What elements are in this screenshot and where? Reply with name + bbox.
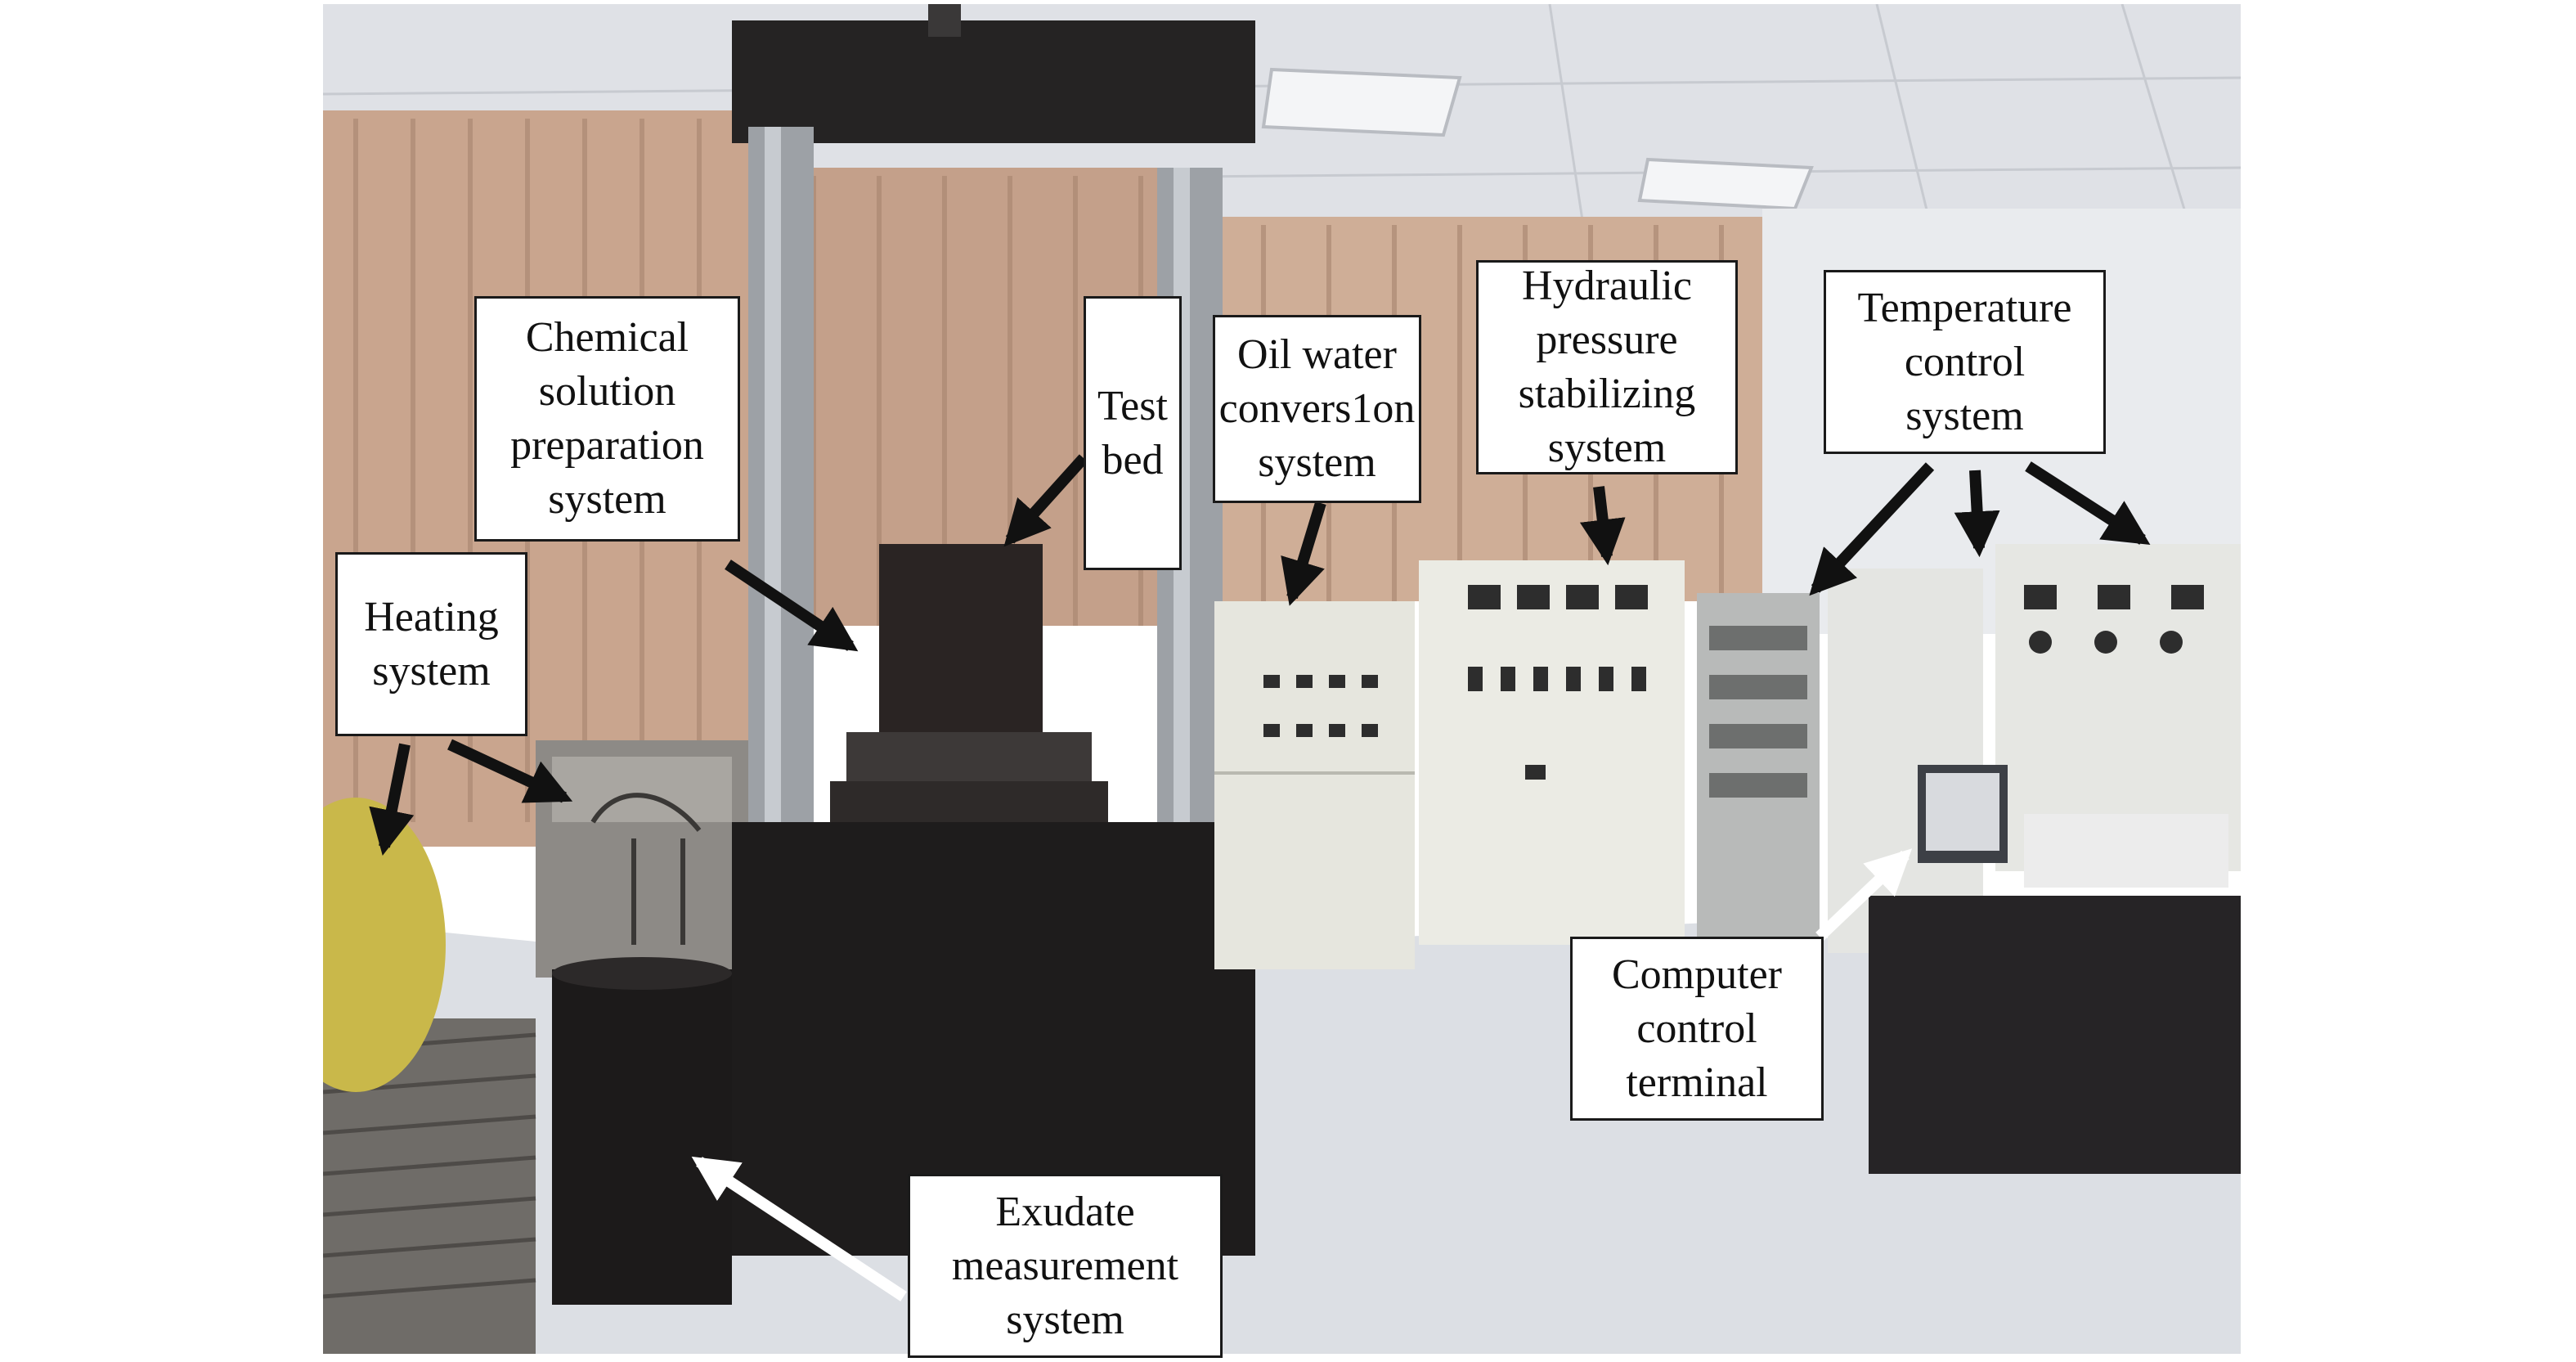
ceiling-light (1637, 157, 1814, 211)
press-top-beam (732, 20, 1255, 143)
laboratory-photo (323, 4, 2241, 1354)
label-hydraulic-pressure: Hydraulic pressure stabilizing system (1476, 260, 1738, 474)
ceiling-light (1261, 67, 1462, 137)
computer-desk (1869, 896, 2241, 1174)
control-cabinet (1828, 569, 1983, 953)
printer (2024, 814, 2228, 888)
piping (590, 793, 702, 945)
rack-units (1709, 626, 1807, 798)
temperature-meters (2024, 585, 2204, 654)
laboratory-scene (323, 4, 2241, 1354)
exudate-cylinder (552, 969, 732, 1305)
label-computer-terminal: Computer control terminal (1570, 937, 1824, 1121)
label-exudate-measurement: Exudate measurement system (908, 1174, 1223, 1358)
test-bed-cylinder (879, 544, 1043, 732)
label-temperature-control: Temperature control system (1824, 270, 2106, 454)
label-heating-system: Heating system (335, 552, 527, 736)
label-chemical-solution: Chemical solution preparation system (474, 296, 740, 542)
hydraulic-cabinet (1419, 560, 1685, 945)
label-test-bed: Test bed (1084, 296, 1182, 570)
yellow-heater (323, 798, 446, 1092)
label-oil-water-conversion: Oil water convers1on system (1213, 315, 1421, 503)
oil-water-cabinet (1214, 601, 1415, 969)
hydraulic-gauges (1468, 585, 1648, 780)
press-rod (928, 4, 961, 37)
oil-water-switches (1263, 675, 1378, 737)
